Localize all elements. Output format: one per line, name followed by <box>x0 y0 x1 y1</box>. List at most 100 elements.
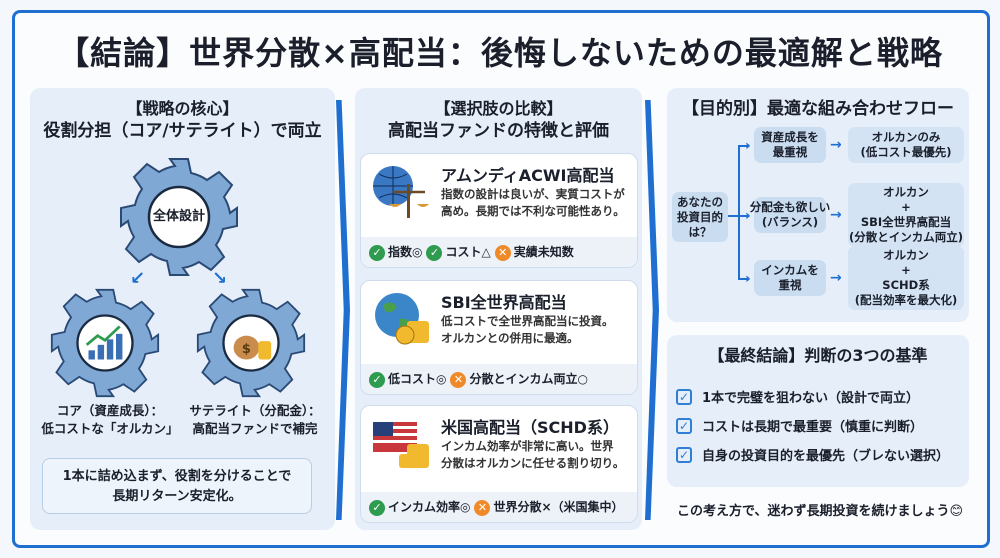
globe-scale-icon <box>373 166 429 218</box>
fund-tags: ✓低コスト◎✕分散とインカム両立○ <box>361 364 637 394</box>
satellite-caption-line: 高配当ファンドで補完 <box>192 421 318 436</box>
comparison-heading: 【選択肢の比較】 <box>434 99 563 118</box>
x-circle-icon: ✕ <box>474 499 491 516</box>
result-line: オルカン <box>883 185 929 199</box>
flow-result: オルカンのみ(低コスト最優先) <box>848 127 964 163</box>
earth-coins-icon <box>375 293 429 345</box>
flow-connector <box>738 215 748 217</box>
fund-desc-line: 高め。長期では不利な可能性あり。 <box>441 204 625 218</box>
fund-card: 米国高配当（SCHD系） インカム効率が非常に高い。世界分散はオルカンに任せる割… <box>360 405 638 523</box>
core-caption: コア（資産成長）： 低コストな「オルカン」 <box>40 402 180 438</box>
fund-desc-line: 分散はオルカンに任せる割り切り。 <box>441 456 625 470</box>
check-circle-icon: ✓ <box>369 499 385 516</box>
check-circle-icon: ✓ <box>426 244 443 261</box>
result-line: (低コスト最優先) <box>860 145 952 159</box>
flow-start-line: あなたの <box>677 194 723 209</box>
result-line: SBI全世界高配当 <box>860 215 952 229</box>
criterion-item: ✓自身の投資目的を最優先（ブレない選択） <box>676 445 949 464</box>
flow-condition: インカムを重視 <box>754 260 826 296</box>
check-circle-icon: ✓ <box>369 244 385 261</box>
condition-line: インカムを <box>761 263 819 277</box>
fund-card: アムンディACWI高配当 指数の設計は良いが、実質コストが高め。長期では不利な可… <box>360 153 638 268</box>
rating-tag: ✓指数◎ <box>369 243 422 261</box>
fund-desc: 指数の設計は良いが、実質コストが高め。長期では不利な可能性あり。 <box>441 186 625 220</box>
flow-heading: 【目的別】最適な組み合わせフロー <box>682 99 954 119</box>
us-flag-coins-icon <box>373 422 429 468</box>
criterion-item: ✓コストは長期で最重要（慎重に判断） <box>676 416 923 435</box>
center-gear-label: 全体設計 <box>152 209 205 224</box>
result-line: (配当効率を最大化) <box>854 293 958 307</box>
fund-desc: 低コストで全世界高配当に投資。オルカンとの併用に最適。 <box>441 313 614 347</box>
strategy-note: 1本に詰め込まず、役割を分けることで長期リターン安定化。 <box>42 458 312 514</box>
fund-desc-line: 指数の設計は良いが、実質コストが <box>441 187 625 201</box>
criterion-label: 1本で完璧を狙わない（設計で両立） <box>702 391 920 406</box>
x-circle-icon: ✕ <box>494 244 511 261</box>
arrow-right-icon: → <box>830 207 842 223</box>
gear-icon <box>120 158 238 276</box>
rating-label: 分散とインカム両立○ <box>469 372 588 387</box>
rating-label: 世界分散×（米国集中） <box>493 500 624 515</box>
satellite-caption: サテライト（分配金）： 高配当ファンドで補完 <box>180 402 330 438</box>
core-caption-line: 低コストな「オルカン」 <box>41 421 179 436</box>
rating-label: インカム効率◎ <box>388 500 471 515</box>
arrow-right-icon: → <box>830 137 842 153</box>
result-line: オルカンのみ <box>871 130 941 144</box>
flow-start-line: 投資目的 <box>677 209 723 224</box>
arrow-right-icon: → <box>830 270 842 286</box>
arrow-right-icon: › <box>745 208 751 224</box>
flow-connector <box>738 145 740 278</box>
growth-chart-icon <box>85 325 123 360</box>
rating-label: コスト△ <box>445 245 491 260</box>
flow-condition: 資産成長を最重視 <box>754 127 826 163</box>
flow-result: オルカン+SCHD系(配当効率を最大化) <box>848 246 964 310</box>
rating-tag: ✓低コスト◎ <box>369 370 446 388</box>
checkbox-checked-icon: ✓ <box>676 417 692 434</box>
strategy-heading: 【戦略の核心】 <box>126 99 239 118</box>
flow-result: オルカン+SBI全世界高配当(分散とインカム両立) <box>848 183 964 247</box>
condition-line: 資産成長を <box>761 130 819 144</box>
rating-label: 実績未知数 <box>513 245 574 260</box>
rating-tag: ✕世界分散×（米国集中） <box>474 498 624 516</box>
arrow-right-icon: › <box>745 271 751 287</box>
rating-label: 低コスト◎ <box>388 372 447 387</box>
money-bag-icon: $ <box>233 335 272 360</box>
fund-card: SBI全世界高配当 低コストで全世界高配当に投資。オルカンとの併用に最適。 ✓低… <box>360 280 638 395</box>
criterion-item: ✓ 1本で完璧を狙わない（設計で両立） <box>676 387 919 406</box>
rating-label: 指数◎ <box>388 245 423 260</box>
fund-name: アムンディACWI高配当 <box>441 166 615 185</box>
comparison-subheading: 高配当ファンドの特徴と評価 <box>388 121 609 141</box>
result-line: SCHD系 <box>882 278 930 292</box>
result-line: + <box>901 200 911 214</box>
arrow-down-left-icon: ↙ <box>130 268 146 289</box>
condition-line: 分配金も欲しい <box>749 200 831 214</box>
result-line: (分散とインカム両立) <box>848 230 963 244</box>
x-circle-icon: ✕ <box>450 371 467 388</box>
core-caption-line: コア（資産成長）： <box>56 403 164 418</box>
flow-start-line: は？ <box>688 224 712 239</box>
final-footer: この考え方で、迷わず長期投資を続けましょう😊 <box>676 504 964 519</box>
check-circle-icon: ✓ <box>369 371 385 388</box>
note-line: 長期リターン安定化。 <box>112 489 242 504</box>
fund-desc: インカム効率が非常に高い。世界分散はオルカンに任せる割り切り。 <box>441 438 624 472</box>
satellite-caption-line: サテライト（分配金）： <box>189 403 321 418</box>
rating-tag: ✕分散とインカム両立○ <box>450 370 588 388</box>
rating-tag: ✓コスト△ <box>426 243 491 261</box>
result-line: オルカン <box>883 248 929 262</box>
flow-connector <box>738 145 748 147</box>
fund-name: SBI全世界高配当 <box>441 293 567 312</box>
arrow-down-right-icon: ↘ <box>212 268 228 289</box>
strategy-subheading: 役割分担（コア/サテライト）で両立 <box>43 121 322 141</box>
checkbox-checked-icon: ✓ <box>676 388 692 405</box>
arrow-right-icon: › <box>745 138 751 154</box>
flow-condition: 分配金も欲しい(バランス) <box>750 197 830 233</box>
flow-start: あなたの投資目的は？ <box>672 192 728 242</box>
result-line: + <box>901 263 911 277</box>
condition-line: 最重視 <box>772 145 808 159</box>
flow-connector <box>738 278 748 280</box>
fund-tags: ✓インカム効率◎✕世界分散×（米国集中） <box>361 492 637 522</box>
criterion-label: 自身の投資目的を最優先（ブレない選択） <box>702 449 950 464</box>
fund-desc-line: インカム効率が非常に高い。世界 <box>441 439 614 453</box>
note-line: 1本に詰め込まず、役割を分けることで <box>62 469 292 484</box>
gear-icon: $ <box>196 288 306 398</box>
fund-tags: ✓指数◎✓コスト△✕実績未知数 <box>361 237 637 267</box>
